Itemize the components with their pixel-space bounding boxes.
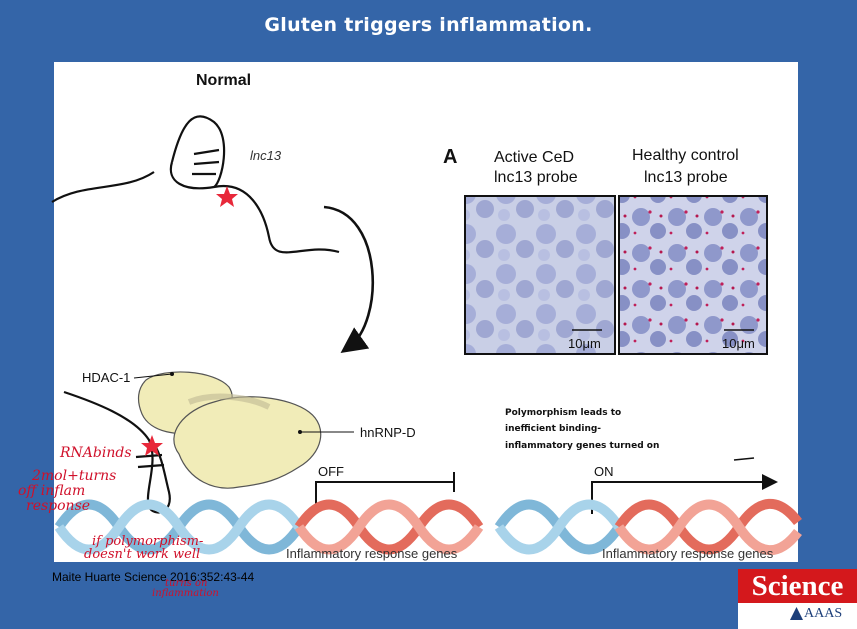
slide-title: Gluten triggers inflammation. [264,14,593,36]
citation: Maite Huarte Science 2016:352:43-44 [52,570,255,584]
genes-label-right: Inflammatory response genes [602,546,774,561]
right-title-2: lnc13 probe [644,169,728,186]
handwriting-line-3: off inflam [18,483,85,499]
scale-label-left: 10μm [568,336,601,351]
handwriting-line-5: if polymorphism- [92,534,203,549]
note-line-1: Polymorphism leads to [505,408,621,418]
figure-diagram: Normal lnc13 A Active CeD lnc13 probe He… [18,72,802,562]
lnc13-label: lnc13 [250,148,282,163]
hdac1-label: HDAC-1 [82,370,130,385]
note-line-2: inefficient binding- [505,424,601,434]
figure-panel: Normal lnc13 A Active CeD lnc13 probe He… [18,62,802,562]
micrograph-right [618,195,768,355]
off-label: OFF [318,464,344,479]
handwriting-line-7: turns on [165,578,207,589]
dna-helix-right [494,498,802,556]
science-wordmark: Science [738,569,857,603]
curved-arrow [323,205,374,354]
handwriting-line-8: inflammation [152,588,219,599]
right-title-1: Healthy control [632,147,739,164]
protein-connector [187,393,271,410]
science-logo: Science AAAS [738,569,857,629]
scale-label-right: 10μm [722,336,755,351]
lnc13-rna-top [51,115,340,254]
note-line-3: inflammatory genes turned on [505,441,659,451]
handwritten-notes: RNAbinds 2mol+turns off inflam response … [18,445,203,562]
left-title-2: lnc13 probe [494,169,578,186]
genes-label-left: Inflammatory response genes [286,546,458,561]
handwriting-line-4: response [26,498,90,514]
dna-helix-left [54,499,484,555]
micrograph-left [464,195,616,355]
handwriting-line-2: 2mol+turns [31,468,116,484]
handwriting-line-1: RNAbinds [59,445,132,461]
hnrnpd-label: hnRNP-D [360,425,416,440]
hnrnpd-protein [173,396,322,489]
binding-star-top [216,186,238,207]
handwriting-line-6: doesn't work well [84,547,200,562]
aaas-wordmark: AAAS [804,606,843,621]
panel-letter: A [443,146,457,168]
left-title-1: Active CeD [494,149,574,166]
on-label: ON [594,464,614,479]
binding-star-bottom [141,435,163,456]
normal-label: Normal [196,72,251,89]
aaas-mark-icon [790,607,803,620]
hdac1-leader [133,373,173,379]
